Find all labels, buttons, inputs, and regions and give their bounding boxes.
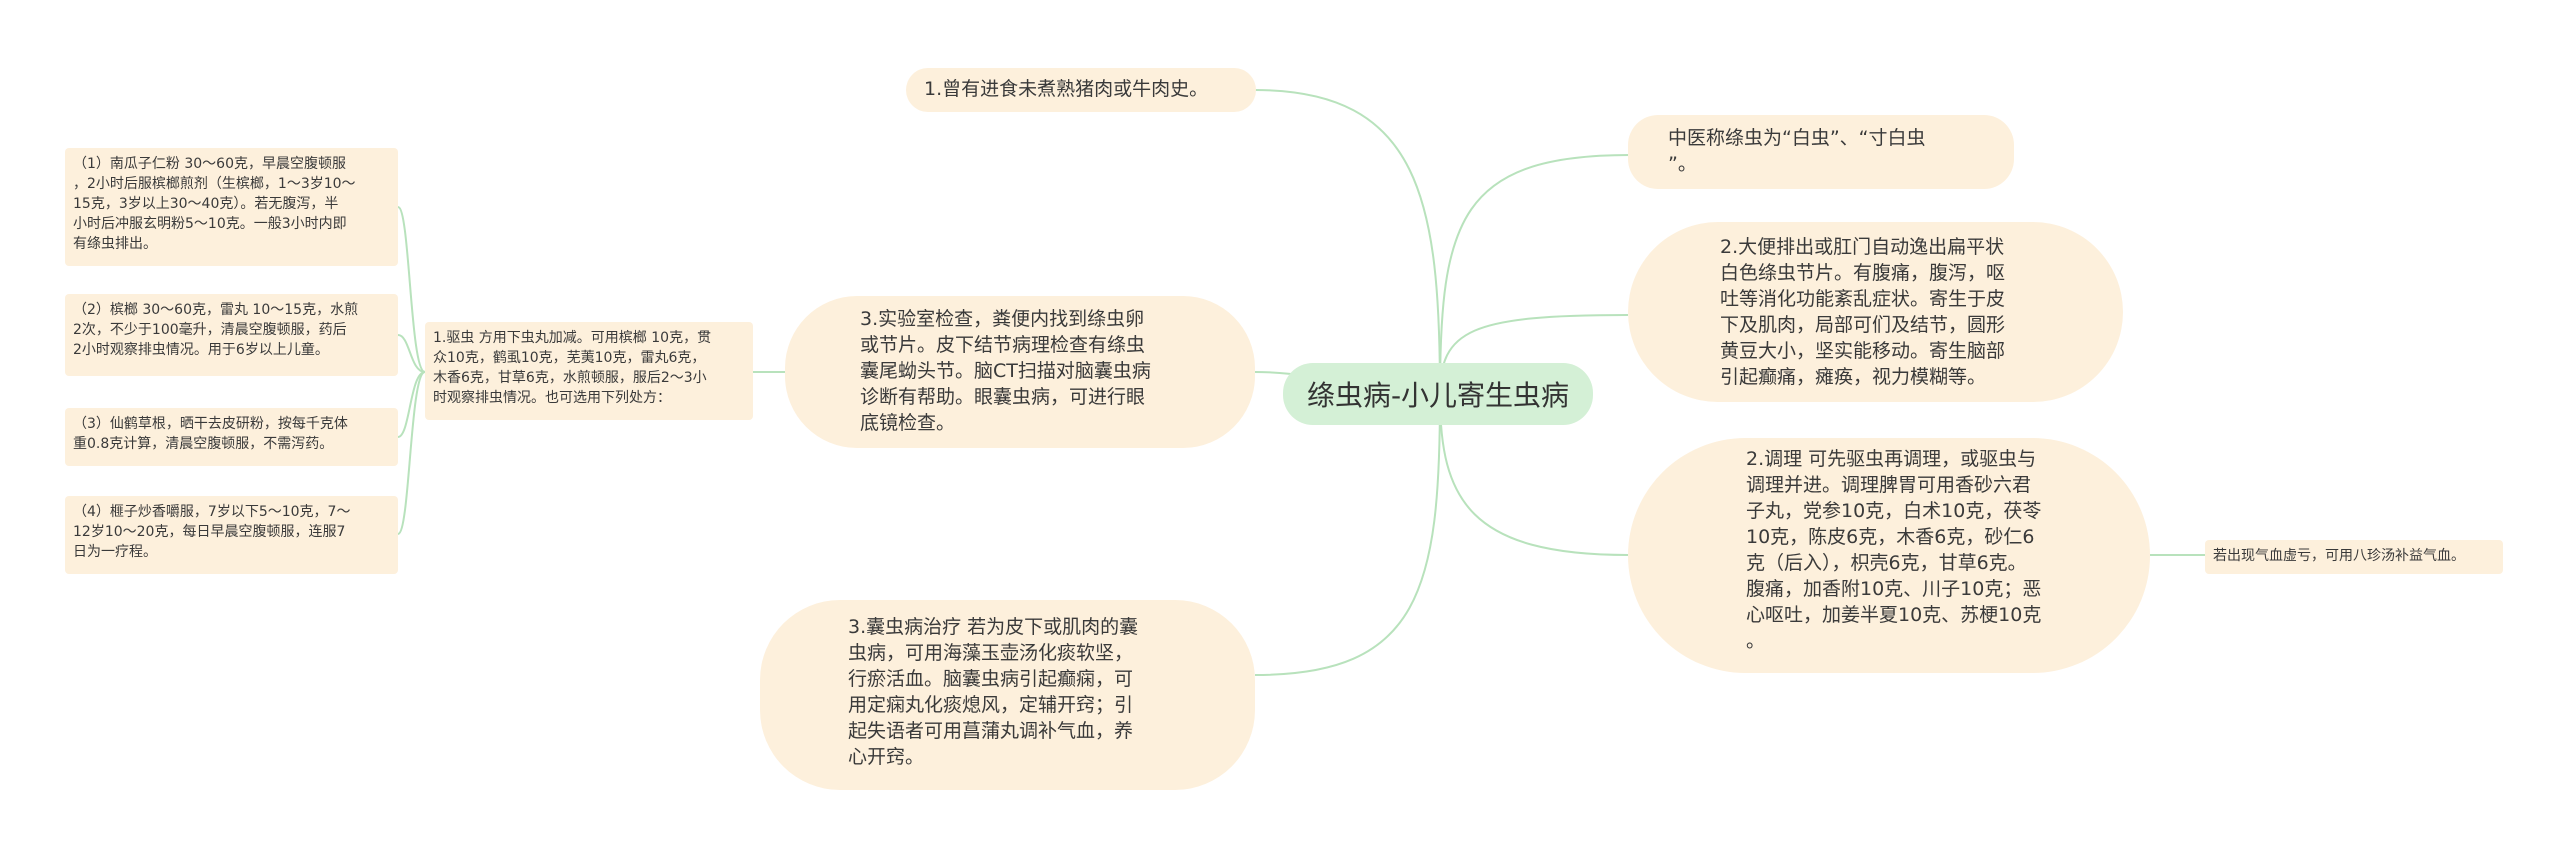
connector-deworm-rx3 — [397, 371, 426, 438]
connector-deworm-rx2 — [397, 334, 426, 373]
connector-root-regulate — [1439, 394, 1629, 556]
connector-root-cyst — [1254, 394, 1441, 676]
node-regulate-note[interactable]: 若出现气血虚亏，可用八珍汤补益气血。 — [2205, 540, 2503, 574]
connector-deworm-rx1 — [397, 206, 426, 373]
node-regulate[interactable]: 2.调理 可先驱虫再调理，或驱虫与 调理并进。调理脾胃可用香砂六君 子丸，党参1… — [1628, 438, 2150, 673]
node-tcm-name[interactable]: 中医称绦虫为“白虫”、“寸白虫 ”。 — [1628, 115, 2014, 189]
node-prescription-2[interactable]: （2）槟榔 30～60克，雷丸 10～15克，水煎 2次，不少于100毫升，清晨… — [65, 294, 398, 376]
node-symptoms[interactable]: 2.大便排出或肛门自动逸出扁平状 白色绦虫节片。有腹痛，腹泻，呕 吐等消化功能紊… — [1628, 222, 2123, 402]
node-prescription-3[interactable]: （3）仙鹤草根，晒干去皮研粉，按每千克体 重0.8克计算，清晨空腹顿服，不需泻药… — [65, 408, 398, 466]
connector-deworm-rx4 — [397, 371, 426, 535]
node-lab-test[interactable]: 3.实验室检查，粪便内找到绦虫卵 或节片。皮下结节病理检查有绦虫 囊尾蚴头节。脑… — [785, 296, 1255, 448]
connector-root-tcm-name — [1439, 154, 1631, 396]
connector-root-history — [1254, 89, 1441, 396]
node-prescription-1[interactable]: （1）南瓜子仁粉 30～60克，早晨空腹顿服 ，2小时后服槟榔煎剂（生槟榔，1～… — [65, 148, 398, 266]
node-prescription-4[interactable]: （4）榧子炒香嚼服，7岁以下5～10克，7～ 12岁10～20克，每日早晨空腹顿… — [65, 496, 398, 574]
root-topic[interactable]: 绦虫病-小儿寄生虫病 — [1283, 363, 1593, 425]
node-cyst-treatment[interactable]: 3.囊虫病治疗 若为皮下或肌肉的囊 虫病，可用海藻玉壶汤化痰软坚， 行瘀活血。脑… — [760, 600, 1255, 790]
node-deworm[interactable]: 1.驱虫 方用下虫丸加减。可用槟榔 10克，贯 众10克，鹤虱10克，芜荑10克… — [425, 322, 753, 420]
node-history[interactable]: 1.曾有进食未煮熟猪肉或牛肉史。 — [906, 68, 1256, 112]
